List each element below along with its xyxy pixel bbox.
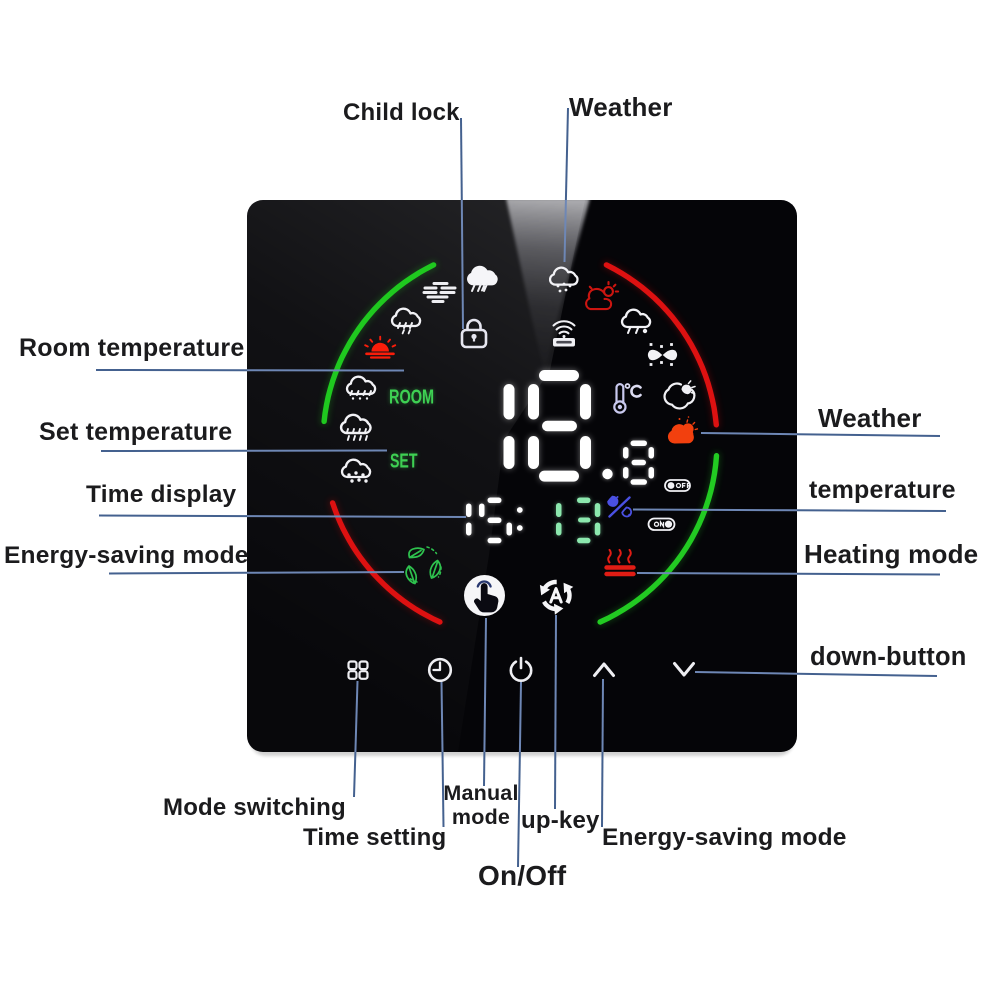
svg-text:SET: SET [390,451,418,473]
svg-text:ROOM: ROOM [389,387,434,409]
svg-text:SET: SET [390,451,418,473]
svg-text:ROOM: ROOM [389,387,434,409]
